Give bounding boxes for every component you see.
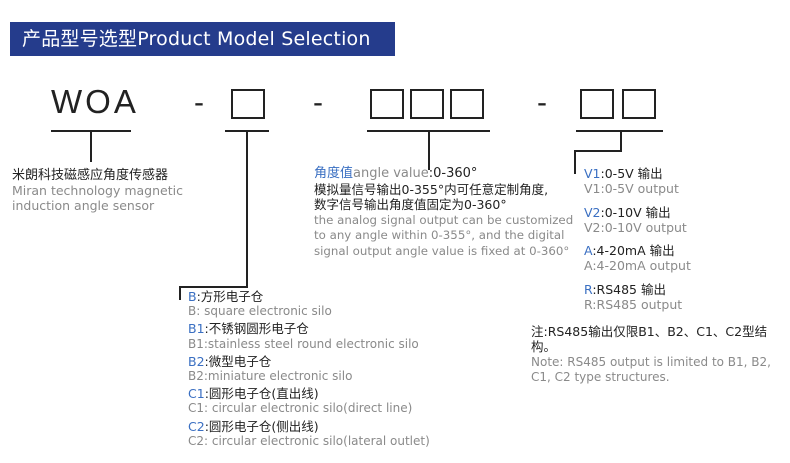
section-title-banner: 产品型号选型Product Model Selection xyxy=(10,22,395,56)
silo-name-en: B: square electronic silo xyxy=(188,304,332,319)
output-name-en: V1:0-5V output xyxy=(584,181,679,197)
model-separator: - xyxy=(194,86,204,119)
sensor-name-en-2: induction angle sensor xyxy=(12,198,155,213)
angle-cn-line: 数字信号输出角度值固定为0-360° xyxy=(314,197,507,213)
angle-en-line: to any angle within 0-355°, and the digi… xyxy=(314,228,565,243)
silo-connector xyxy=(246,130,248,288)
sensor-name-en-1: Miran technology magnetic xyxy=(12,183,183,198)
list-item: R:RS485 输出 R:RS485 output xyxy=(584,282,691,313)
prefix-connector xyxy=(90,130,92,162)
silo-name-cn: :方形电子仓 xyxy=(196,289,264,304)
angle-connector xyxy=(428,130,430,170)
list-item: A:4-20mA 输出 A:4-20mA output xyxy=(584,243,691,274)
angle-en-line: the analog signal output can be customiz… xyxy=(314,212,574,227)
output-name-cn: :0-10V 输出 xyxy=(600,204,671,220)
note-en-1: Note: RS485 output is limited to B1, B2, xyxy=(531,354,771,369)
model-separator: - xyxy=(313,86,323,119)
silo-bracket xyxy=(179,286,248,288)
silo-name-cn: :圆形电子仓(直出线) xyxy=(204,386,319,402)
silo-name-cn: :不锈钢圆形电子仓 xyxy=(204,321,309,337)
output-name-cn: :RS485 输出 xyxy=(592,281,666,297)
angle-range: :0-360° xyxy=(428,166,478,181)
silo-code: C1 xyxy=(188,386,205,402)
output-code: A xyxy=(584,243,593,259)
sensor-description: 米朗科技磁感应角度传感器 Miran technology magnetic i… xyxy=(12,168,183,213)
output-code-box-1 xyxy=(580,89,614,119)
angle-label-cn: 角度值 xyxy=(314,166,354,181)
list-item: B1:不锈钢圆形电子仓 B1:stainless steel round ele… xyxy=(188,321,430,351)
output-options-list: V1:0-5V 输出 V1:0-5V output V2:0-10V 输出 V2… xyxy=(584,166,691,320)
silo-code: B1 xyxy=(188,321,205,337)
output-code: V2 xyxy=(584,204,601,220)
silo-name-en: C2: circular electronic silo(lateral out… xyxy=(188,433,430,448)
silo-options-list: B:方形电子仓 B: square electronic silo B1:不锈钢… xyxy=(188,289,430,451)
silo-name-en: B2:miniature electronic silo xyxy=(188,369,353,384)
silo-code: B xyxy=(188,289,197,304)
angle-code-box-2 xyxy=(410,89,444,119)
model-separator: - xyxy=(537,86,547,119)
angle-cn-line: 模拟量信号输出0-355°内可任意定制角度, xyxy=(314,181,549,197)
model-prefix: WOA xyxy=(51,83,139,120)
list-item: V2:0-10V 输出 V2:0-10V output xyxy=(584,205,691,236)
silo-code: C2 xyxy=(188,418,205,434)
output-name-en: V2:0-10V output xyxy=(584,219,687,235)
output-bracket xyxy=(574,150,622,152)
output-code-box-2 xyxy=(622,89,656,119)
angle-code-box-3 xyxy=(450,89,484,119)
output-code: V1 xyxy=(584,166,601,181)
note-cn: 注:RS485输出仅限B1、B2、C1、C2型结构。 xyxy=(531,324,768,355)
angle-title: 角度值angle value:0-360° xyxy=(314,166,573,182)
list-item: C1:圆形电子仓(直出线) C1: circular electronic si… xyxy=(188,386,430,416)
silo-code-box xyxy=(231,89,265,119)
list-item: C2:圆形电子仓(侧出线) C2: circular electronic si… xyxy=(188,419,430,449)
list-item: V1:0-5V 输出 V1:0-5V output xyxy=(584,166,691,197)
silo-name-en: C1: circular electronic silo(direct line… xyxy=(188,401,413,416)
output-connector xyxy=(620,130,622,152)
silo-name-en: B1:stainless steel round electronic silo xyxy=(188,336,419,351)
angle-label-en: angle value xyxy=(353,166,429,181)
output-name-en: R:RS485 output xyxy=(584,297,683,313)
rs485-note: 注:RS485输出仅限B1、B2、C1、C2型结构。 Note: RS485 o… xyxy=(531,324,790,385)
output-code: R xyxy=(584,281,593,297)
output-name-en: A:4-20mA output xyxy=(584,258,691,274)
list-item: B2:微型电子仓 B2:miniature electronic silo xyxy=(188,354,430,384)
output-name-cn: :4-20mA 输出 xyxy=(592,243,675,259)
output-underline xyxy=(576,130,663,132)
angle-code-box-1 xyxy=(370,89,404,119)
output-bracket-tick xyxy=(574,150,576,174)
silo-code: B2 xyxy=(188,353,205,369)
list-item: B:方形电子仓 B: square electronic silo xyxy=(188,289,430,319)
silo-bracket-tick xyxy=(179,286,181,300)
note-en-2: C1, C2 type structures. xyxy=(531,369,670,384)
silo-name-cn: :微型电子仓 xyxy=(204,353,272,369)
silo-name-cn: :圆形电子仓(侧出线) xyxy=(204,418,319,434)
angle-en-line: signal output angle value is fixed at 0-… xyxy=(314,243,570,258)
sensor-name-cn: 米朗科技磁感应角度传感器 xyxy=(12,168,169,183)
output-name-cn: :0-5V 输出 xyxy=(600,166,663,181)
angle-description: 角度值angle value:0-360° 模拟量信号输出0-355°内可任意定… xyxy=(314,166,573,260)
